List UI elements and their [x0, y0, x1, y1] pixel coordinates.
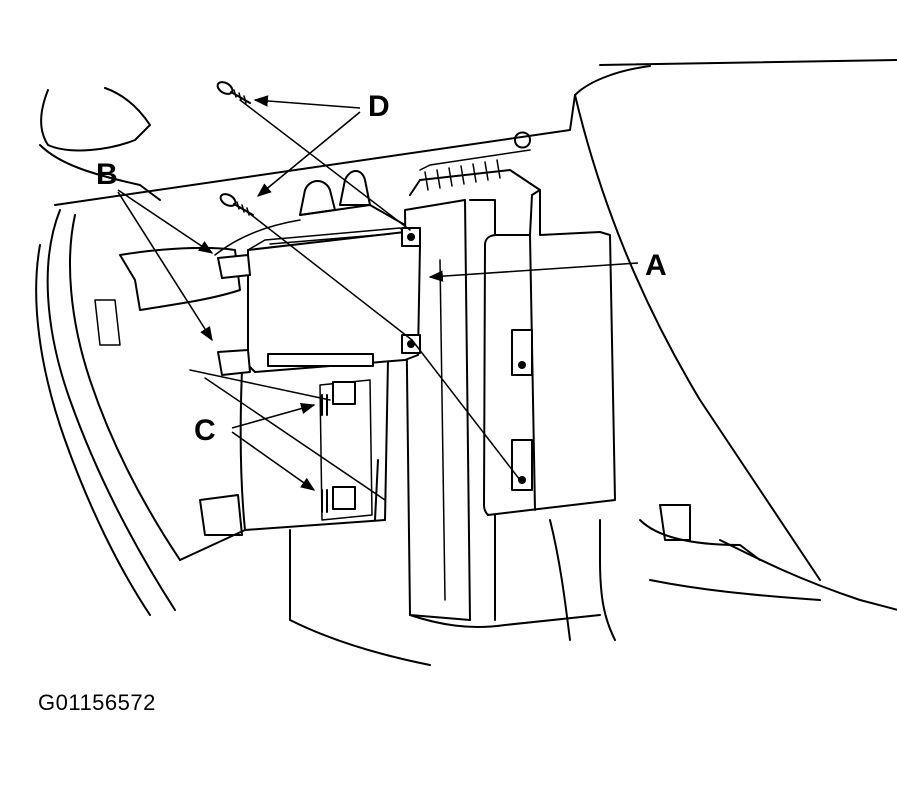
bracket-screw-lower-icon: [518, 476, 526, 484]
figure-id: G01156572: [38, 690, 156, 715]
leader-b-lower: [117, 191, 213, 342]
screw-d-upper-icon: [216, 81, 251, 104]
bracket-slot-upper: [511, 329, 533, 376]
connector-latch-lower-icon: [321, 489, 328, 513]
left-panel: [35, 209, 243, 616]
clips-c: [321, 394, 328, 513]
clips-b: [217, 254, 251, 376]
vent-lines: [424, 159, 501, 191]
leader-a: [428, 262, 639, 282]
leader-d-upper: [253, 95, 361, 109]
right-bracket: [483, 189, 616, 516]
leader-d-lower: [256, 111, 361, 197]
callout-b: B: [96, 158, 118, 191]
top-hood: [409, 131, 541, 196]
bracket-screw-upper-icon: [518, 361, 526, 369]
unit-connector-strip: [267, 353, 374, 367]
alignment-lines: [189, 99, 521, 501]
leader-c-upper: [231, 402, 316, 429]
leader-arrows: [117, 95, 639, 491]
leader-b-upper: [117, 189, 214, 254]
callout-c: C: [194, 414, 216, 447]
callout-d: D: [368, 90, 390, 123]
right-panel: [549, 94, 897, 641]
clip-slot-upper: [332, 381, 356, 405]
clip-slot-lower: [332, 486, 356, 510]
bracket-slot-lower: [511, 439, 533, 491]
callout-a: A: [645, 249, 667, 282]
leader-c-lower: [231, 431, 316, 491]
lower-housing: [179, 359, 431, 666]
control-unit-a: [247, 227, 421, 373]
dashboard-outline: [39, 59, 897, 206]
